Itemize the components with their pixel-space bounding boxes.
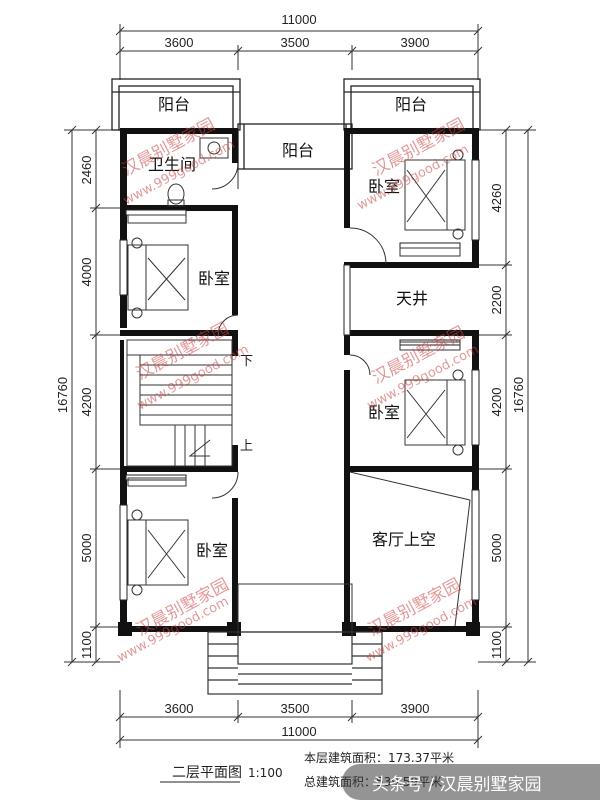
bathroom-label: 卫生间 [148,155,196,174]
front-balcony [237,583,353,633]
dim-top-seg-2: 3500 [281,35,310,50]
plan-scale: 1:100 [248,766,283,780]
stair-up-label: 上 [240,438,253,453]
living-void-outline [349,471,471,627]
dim-bottom-seg-3: 3900 [401,701,430,716]
bathroom-fixtures [167,137,229,207]
door-swings [211,162,387,499]
beds [127,149,466,596]
dim-top-seg-3: 3900 [401,35,430,50]
bedroom-right-1-label: 卧室 [368,177,400,196]
dim-left-total: 16760 [55,377,70,413]
dim-right-seg-1: 4260 [489,184,504,213]
dim-left-seg-3: 4200 [79,388,94,417]
dim-top-total: 11000 [281,12,316,27]
living-void-label: 客厅上空 [372,530,436,549]
floor-area: 本层建筑面积：173.37平米 [304,750,454,765]
dim-top-seg-1: 3600 [165,35,194,50]
bedroom-left-2-label: 卧室 [196,541,228,560]
stair-down-label: 下 [240,353,253,368]
dim-right-seg-3: 4200 [489,388,504,417]
courtyard-label: 天井 [396,289,428,308]
source-badge-text: 头条号 / 汉晨别墅家园 [372,775,542,795]
staircase [126,339,233,467]
dim-bottom-seg-1: 3600 [165,701,194,716]
top-balconies [111,78,481,170]
watermarks: 汉晨别墅家园 www.999good.com 汉晨别墅家园 www.999goo… [115,115,481,666]
dim-right-seg-5: 1100 [489,631,504,659]
dim-bottom-total: 11000 [281,724,316,739]
balcony-left-label: 阳台 [158,95,190,114]
walls [118,128,480,636]
dim-bottom-seg-2: 3500 [281,701,310,716]
plan-title: 二层平面图 [172,765,242,781]
source-badge: 头条号 / 汉晨别墅家园 [342,764,600,800]
dimension-lines [64,24,536,748]
balcony-right-label: 阳台 [395,95,427,114]
dim-left-seg-5: 1100 [79,631,94,659]
dim-right-total: 16760 [511,377,526,413]
dim-left-seg-1: 2460 [79,156,94,185]
dim-left-seg-4: 5000 [79,534,94,563]
dim-right-seg-4: 5000 [489,534,504,563]
dim-right-seg-2: 2200 [489,286,504,315]
bedroom-right-2-label: 卧室 [368,403,400,422]
balcony-center-label: 阳台 [282,141,314,160]
bedroom-left-1-label: 卧室 [198,269,230,288]
entrance-porch [207,631,383,695]
dim-left-seg-2: 4000 [79,258,94,287]
